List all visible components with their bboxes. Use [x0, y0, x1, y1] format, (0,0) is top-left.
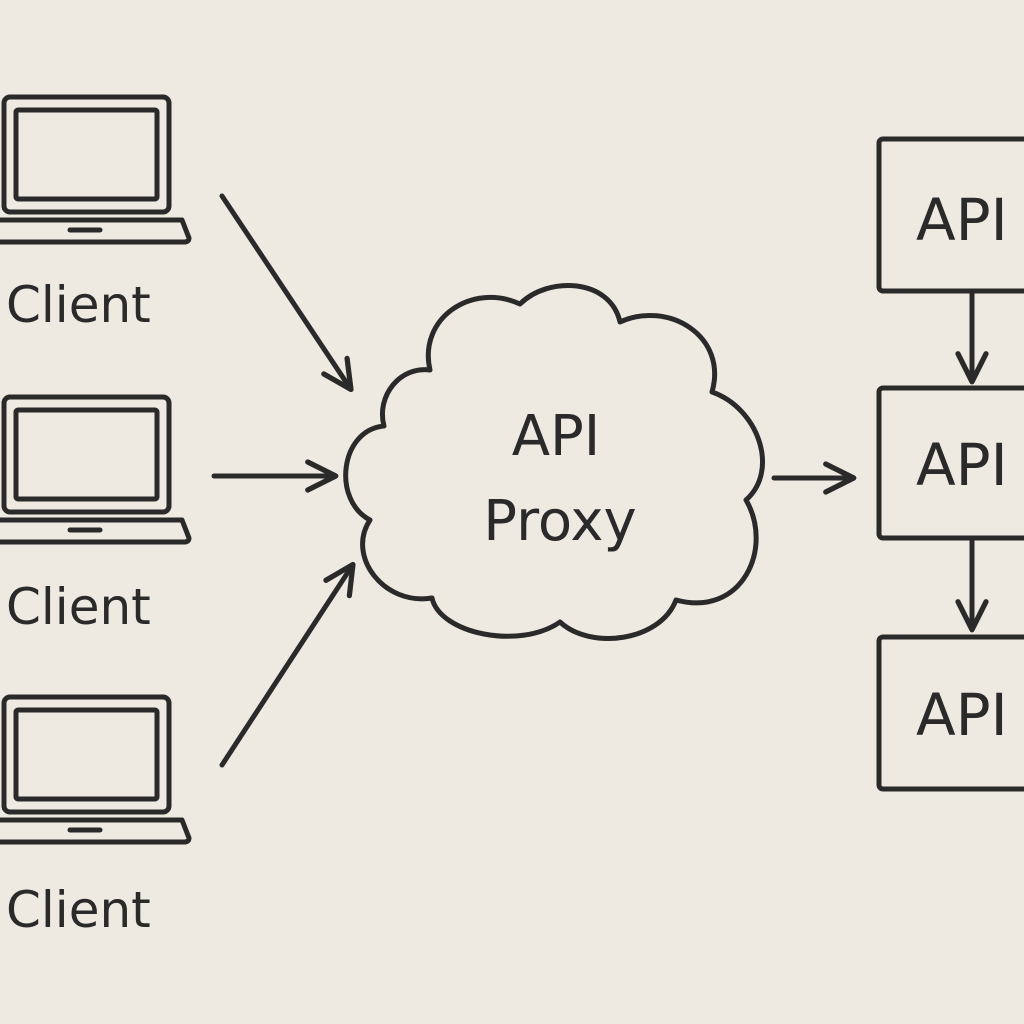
- arrow-client3-to-proxy: [219, 561, 356, 768]
- client-label-1: Client: [6, 276, 151, 334]
- api-label-1: API: [916, 186, 1008, 254]
- api-box-2: API: [876, 385, 1024, 541]
- proxy-label-line2: Proxy: [483, 489, 636, 554]
- client-node-1: Client: [0, 94, 192, 334]
- laptop-icon: [0, 94, 192, 245]
- laptop-icon: [0, 694, 192, 845]
- arrow-client1-to-proxy: [219, 193, 354, 393]
- api-box-1: API: [876, 136, 1024, 294]
- laptop-icon: [0, 394, 192, 545]
- cloud-icon: [343, 283, 765, 641]
- client-node-3: Client: [0, 694, 192, 939]
- client-label-3: Client: [6, 881, 151, 939]
- api-label-2: API: [916, 431, 1008, 499]
- api-label-3: API: [916, 681, 1008, 749]
- api-box-3: API: [876, 634, 1024, 792]
- api-proxy-cloud: API Proxy: [343, 283, 765, 641]
- proxy-label-line1: API: [512, 404, 601, 469]
- client-label-2: Client: [6, 578, 151, 636]
- client-node-2: Client: [0, 394, 192, 636]
